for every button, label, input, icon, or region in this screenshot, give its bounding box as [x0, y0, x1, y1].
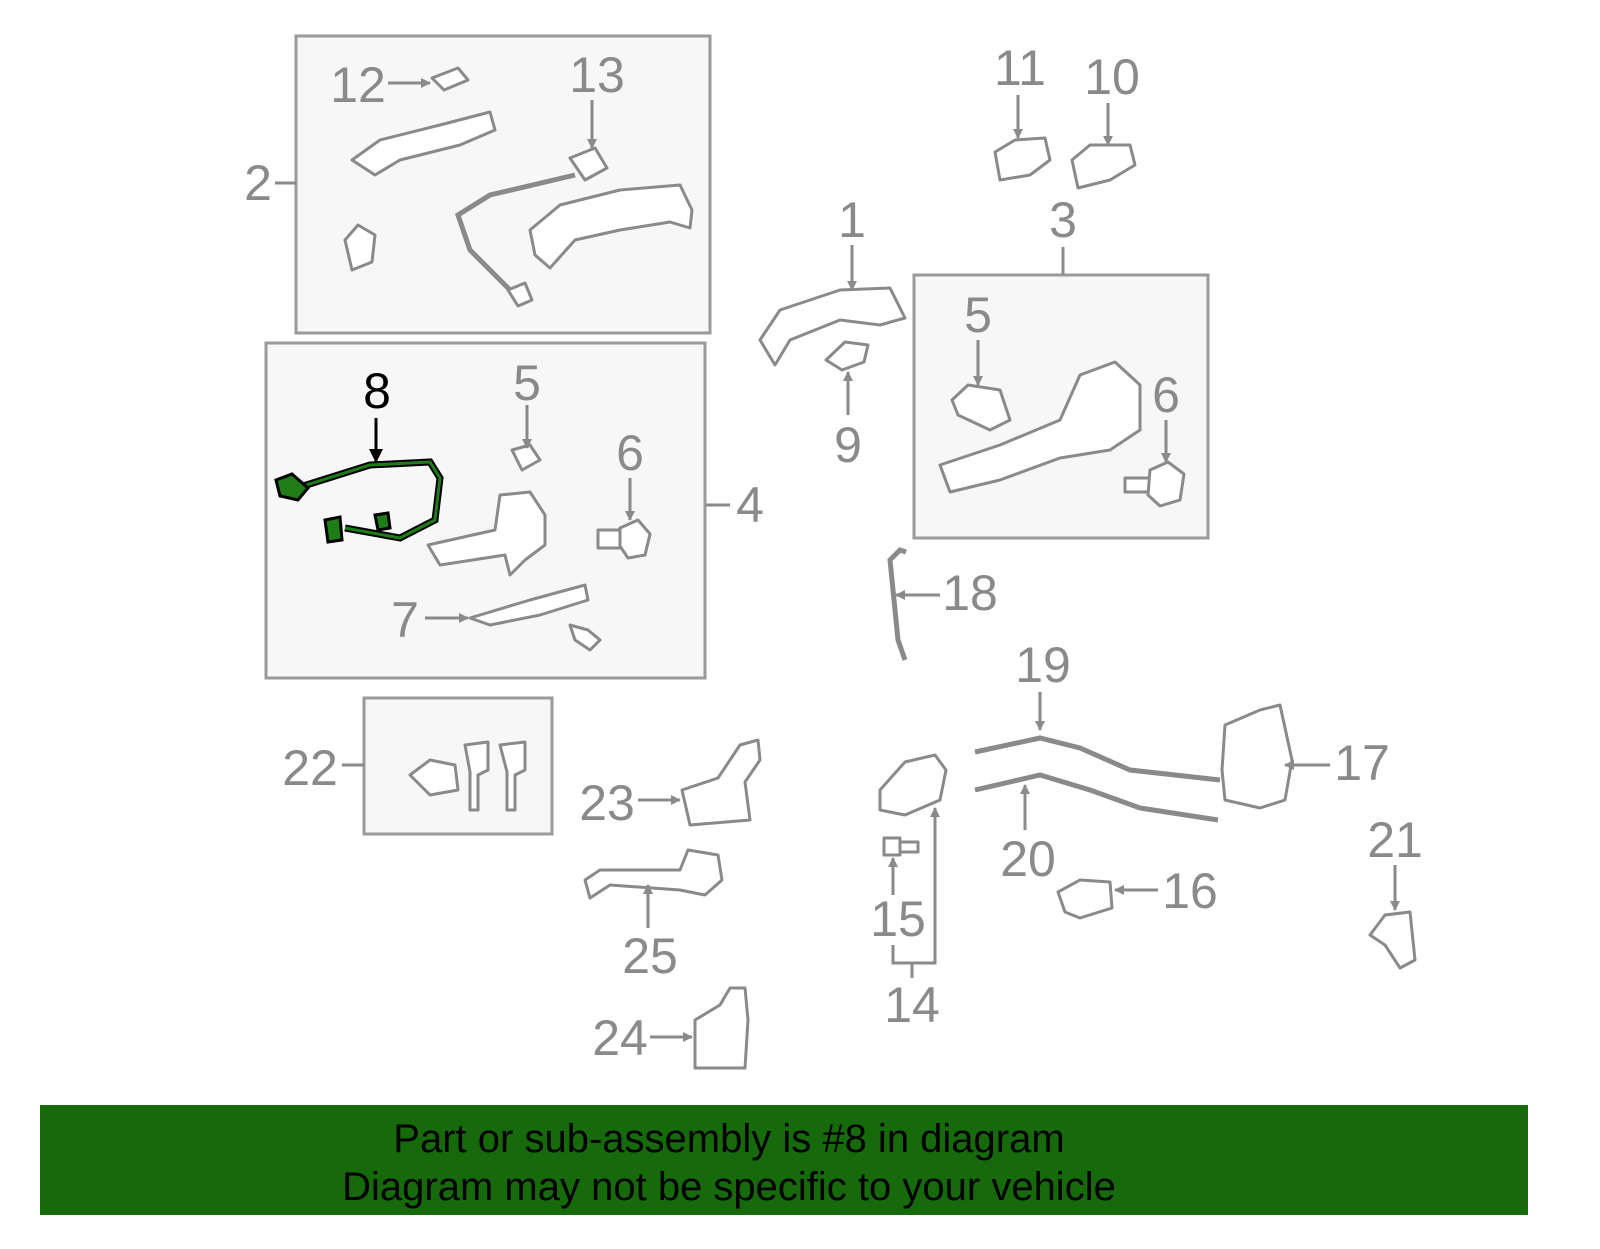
callout-23: 23 [579, 775, 635, 831]
part-3-frame[interactable] [938, 360, 1142, 494]
callout-18: 18 [942, 565, 998, 621]
part-24-hinge[interactable] [693, 986, 750, 1070]
leader-lines [275, 78, 1400, 1042]
part-7-plate[interactable] [468, 583, 590, 627]
part-16-cover[interactable] [1056, 878, 1114, 920]
info-banner: Part or sub-assembly is #8 in diagram Di… [40, 1105, 1528, 1215]
callout-6-box4: 6 [616, 425, 644, 481]
part-8-harness[interactable] [274, 458, 444, 544]
part-2-plug[interactable] [343, 223, 377, 272]
callout-5-box3: 5 [964, 287, 992, 343]
banner-line-1: Part or sub-assembly is #8 in diagram [393, 1117, 1065, 1161]
part-13-cylinder[interactable] [454, 146, 609, 308]
part-2-handle[interactable] [528, 183, 694, 270]
callout-8-highlighted: 8 [363, 363, 391, 419]
part-12-cap[interactable] [430, 66, 470, 92]
callout-21: 21 [1367, 812, 1423, 868]
callout-17: 17 [1334, 735, 1390, 791]
callout-20: 20 [1000, 831, 1056, 887]
callout-16: 16 [1162, 863, 1218, 919]
callout-10: 10 [1084, 49, 1140, 105]
callout-19: 19 [1015, 637, 1071, 693]
callout-2: 2 [244, 155, 272, 211]
callout-12: 12 [330, 57, 386, 113]
callout-1: 1 [838, 192, 866, 248]
assembly-box-4 [264, 341, 707, 680]
callout-3: 3 [1049, 192, 1077, 248]
part-11-cover[interactable] [993, 136, 1052, 182]
part-4-bracket[interactable] [426, 490, 547, 577]
callout-7: 7 [391, 592, 419, 648]
callout-6-box3: 6 [1152, 367, 1180, 423]
part-14-striker[interactable] [878, 753, 948, 817]
part-2-base[interactable] [350, 110, 497, 177]
part-5-gasket-box3[interactable] [950, 383, 1012, 432]
callout-5-box4: 5 [513, 355, 541, 411]
part-19-cable[interactable] [974, 735, 1221, 783]
callout-13: 13 [569, 47, 625, 103]
part-25-checker[interactable] [583, 848, 724, 900]
banner-line-2: Diagram may not be specific to your vehi… [342, 1165, 1116, 1209]
callout-25: 25 [622, 928, 678, 984]
part-6-bolt-box4[interactable] [596, 518, 652, 560]
callout-24: 24 [592, 1010, 648, 1066]
callout-9: 9 [834, 417, 862, 473]
callout-14: 14 [884, 977, 940, 1033]
part-7-screw[interactable] [568, 623, 602, 652]
part-9-pad[interactable] [824, 340, 870, 372]
part-10-cover[interactable] [1070, 143, 1137, 190]
callout-11: 11 [994, 40, 1046, 96]
part-1-handle[interactable] [758, 286, 907, 367]
part-20-cable[interactable] [974, 772, 1219, 823]
part-23-hinge[interactable] [680, 738, 762, 827]
part-18-rod[interactable] [887, 547, 908, 661]
callout-15: 15 [870, 891, 926, 947]
callout-4: 4 [736, 477, 764, 533]
part-15-screw[interactable] [882, 836, 920, 857]
part-22-cylinder-keys[interactable] [408, 740, 527, 812]
callout-22: 22 [282, 740, 338, 796]
part-21-striker[interactable] [1368, 910, 1417, 970]
part-17-lock[interactable] [1220, 703, 1294, 810]
